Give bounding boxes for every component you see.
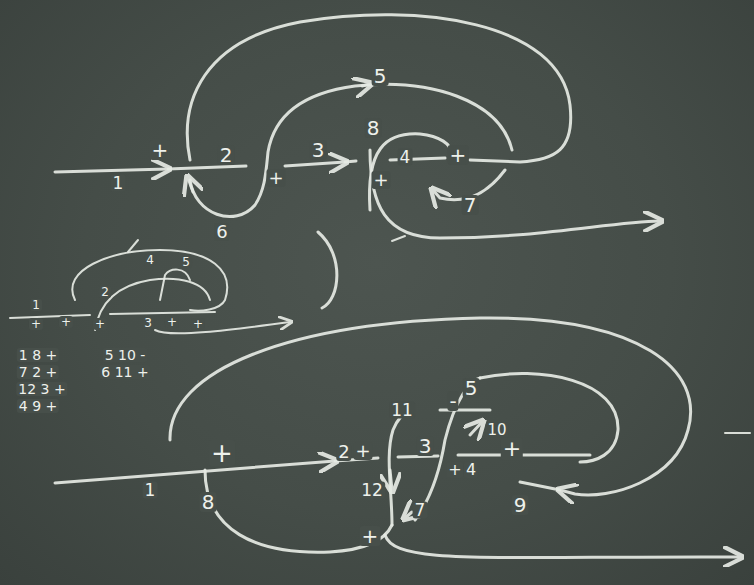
callout-number: 8 <box>365 118 382 138</box>
callout-number: 3 <box>417 436 434 456</box>
callout-number: 1 <box>143 482 158 499</box>
callout-number: 4 <box>144 254 156 266</box>
callout-number: + <box>501 438 523 460</box>
callout-number: 7 <box>462 195 479 215</box>
callout-number: 5 <box>463 378 480 398</box>
callout-number: 1 8 + <box>17 348 59 362</box>
callout-number: + <box>191 318 205 330</box>
callout-number: + <box>353 442 372 460</box>
connector-stroke <box>318 232 337 308</box>
callout-number: 1 <box>30 299 42 311</box>
callout-number: 8 <box>200 492 217 512</box>
small-knot <box>10 240 290 333</box>
callout-number: 1 <box>111 175 126 192</box>
callout-number: + <box>371 171 390 189</box>
callout-number: 4 <box>464 462 478 478</box>
callout-number: 12 <box>359 482 385 499</box>
bottom-knot <box>55 318 750 558</box>
callout-number: 5 <box>180 256 192 268</box>
callout-number: - <box>447 391 458 411</box>
callout-number: + <box>446 462 463 478</box>
callout-number: 5 10 - <box>103 348 148 362</box>
callout-number: 2 <box>336 443 351 461</box>
callout-number: + <box>59 316 73 328</box>
callout-number: 6 <box>214 223 229 241</box>
callout-number: 12 3 + <box>16 382 67 396</box>
callout-number: + <box>150 140 171 160</box>
callout-number: 4 9 + <box>17 399 59 413</box>
callout-number: 5 <box>372 66 389 86</box>
callout-number: + <box>29 318 43 330</box>
callout-number: 11 <box>389 402 415 419</box>
callout-number: 3 <box>142 317 154 329</box>
callout-number: 2 <box>218 145 235 165</box>
callout-number: + <box>93 318 107 330</box>
callout-number: 7 2 + <box>17 365 59 379</box>
callout-number: + <box>209 440 235 466</box>
callout-number: + <box>266 169 285 187</box>
callout-number: 10 <box>485 423 508 438</box>
callout-number: 7 <box>413 502 428 519</box>
callout-number: 2 <box>99 286 111 298</box>
callout-number: 9 <box>512 495 529 515</box>
top-knot <box>55 15 660 241</box>
callout-number: + <box>448 145 469 165</box>
callout-number: + <box>165 316 179 328</box>
callout-number: + <box>360 526 381 546</box>
callout-number: 6 11 + <box>99 365 150 379</box>
callout-number: 3 <box>310 140 327 160</box>
callout-number: 4 <box>398 149 413 166</box>
